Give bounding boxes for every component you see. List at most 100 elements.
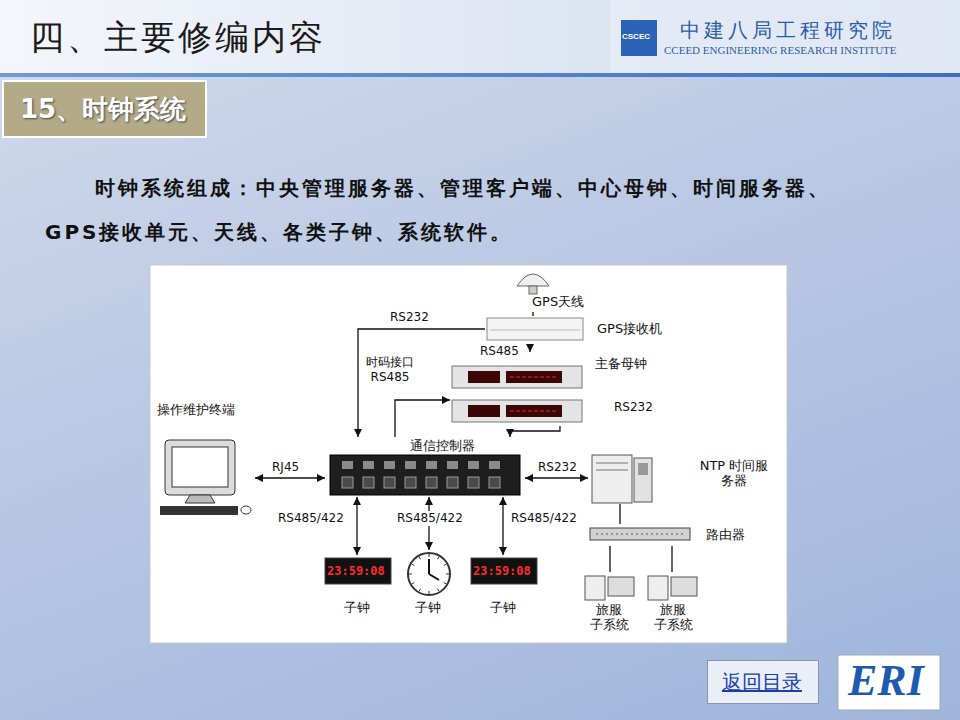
node-text: GPS天线: [532, 294, 584, 309]
signal-label: RS485: [478, 344, 521, 359]
system-description: 时钟系统组成：中央管理服务器、管理客户端、中心母钟、时间服务器、GPS接收单元、…: [45, 166, 880, 254]
node-text: 操作维护终端: [157, 402, 235, 417]
subsystem-computer-symbol: [671, 577, 697, 596]
section-heading-box: 15、时钟系统: [2, 80, 207, 138]
analog-slave-clock-symbol: [438, 589, 440, 592]
master-clock-symbol: [452, 400, 582, 422]
gps-antenna-symbol: [517, 274, 549, 286]
slave-clock: 子钟: [400, 550, 458, 620]
communication-controller-symbol: [489, 477, 500, 488]
subsystem: 旅服 子系统: [578, 572, 640, 636]
eri-logo-ground: [838, 655, 940, 710]
connector: [619, 504, 620, 524]
gps-antenna-symbol: [529, 286, 537, 294]
communication-controller-symbol: [384, 477, 395, 488]
connector: [510, 426, 560, 437]
connector: [671, 546, 672, 572]
analog-slave-clock-symbol: [409, 574, 412, 575]
master-clock-symbol: [506, 371, 562, 383]
node-text: 路由器: [706, 527, 745, 542]
communication-controller-symbol: [363, 477, 374, 488]
terminal-symbol: [241, 506, 251, 514]
communication-controller-symbol: [330, 455, 520, 495]
communication-controller-symbol: [330, 455, 520, 495]
analog-slave-clock-symbol: [446, 574, 449, 575]
analog-slave-clock-symbol: [429, 591, 430, 594]
subsystem-computer-symbol: [585, 576, 697, 600]
terminal-symbol: [172, 447, 228, 487]
diagram-panel: [150, 265, 787, 643]
node-text: NTP 时间服务器: [698, 458, 770, 488]
router: 路由器: [588, 524, 748, 546]
connector: [502, 497, 503, 555]
subsystem: 旅服 子系统: [642, 572, 704, 636]
communication-controller-symbol: [447, 461, 458, 469]
terminal-symbol: [165, 440, 235, 495]
router-symbol: [590, 528, 690, 540]
ntp-server-symbol: [634, 458, 652, 502]
node-text: 子钟: [490, 600, 516, 615]
node-text: 旅服 子系统: [652, 602, 694, 632]
ntp-server-symbol: [596, 463, 628, 464]
communication-controller-symbol: [405, 461, 416, 469]
master-clock-symbol: [510, 377, 558, 378]
router-symbol: [596, 534, 684, 535]
connector: [395, 400, 450, 437]
back-to-contents-button: 返回目录: [707, 660, 819, 704]
diagram-panel: [150, 265, 787, 643]
digital-slave-clock-symbol: [471, 558, 537, 584]
header-band: [621, 20, 657, 56]
gps-receiver-symbol: [487, 318, 583, 340]
signal-label: RS485/422: [395, 511, 465, 526]
node-text: 旅服 子系统: [588, 602, 630, 632]
analog-slave-clock-symbol: [429, 554, 430, 557]
master-clock-symbol: [506, 405, 562, 417]
institute-name: 中建八局工程研究院: [680, 17, 896, 44]
communication-controller-symbol: [405, 477, 416, 488]
subsystem-computer-symbol: [608, 577, 634, 596]
node-text: 子钟: [415, 600, 441, 615]
node-text: 子钟: [344, 600, 370, 615]
analog-slave-clock-symbol: [419, 557, 421, 560]
master-clock-symbol: [452, 366, 582, 388]
master-clock-symbol: [510, 411, 558, 412]
ntp-server-symbol: [592, 455, 652, 503]
eri-logo: ERI: [848, 654, 924, 708]
maintenance-terminal: 操作维护终端: [155, 400, 255, 520]
gps-receiver-symbol: [490, 330, 580, 331]
gps-receiver: GPS接收机: [485, 316, 670, 344]
communication-controller-symbol: [363, 461, 374, 469]
clock-display-digits: 23:59:08: [327, 563, 385, 579]
master-clock-symbol: [468, 405, 500, 417]
signal-label: RS232: [536, 460, 579, 475]
signal-label: RS485/422: [276, 511, 346, 526]
header-band: [610, 0, 960, 74]
company-logo: CSCEC: [622, 32, 650, 41]
communication-controller-symbol: [426, 461, 437, 469]
gps-receiver-symbol: [487, 318, 583, 340]
digital-slave-clock-symbol: [325, 558, 391, 584]
connector: [532, 312, 533, 316]
master-clock-symbol: [452, 366, 582, 422]
analog-slave-clock-symbol: [444, 564, 447, 566]
clock-display-digits: 23:59:08: [473, 563, 531, 579]
communication-controller-symbol: [489, 461, 500, 469]
analog-slave-clock-symbol: [419, 589, 421, 592]
communication-controller-symbol: [468, 461, 479, 469]
institute-english-name: CCEED ENGINEERING RESEARCH INSTITUTE: [664, 44, 897, 56]
subsystem-computer-symbol: [585, 576, 605, 600]
node-text: 15、时钟系统: [20, 92, 189, 126]
analog-slave-clock-symbol: [428, 559, 430, 574]
node-text: 通信控制器: [410, 438, 475, 453]
connector: [358, 329, 485, 437]
connector: [356, 497, 357, 555]
router-symbol: [590, 528, 690, 540]
node-text: 返回目录: [722, 669, 804, 695]
eri-logo-ground: [838, 655, 940, 710]
communication-controller-symbol: [342, 477, 353, 488]
gps-antenna: GPS天线: [512, 266, 612, 312]
terminal-symbol: [160, 440, 251, 515]
header-band: [0, 0, 960, 77]
analog-slave-clock-symbol: [412, 583, 415, 585]
